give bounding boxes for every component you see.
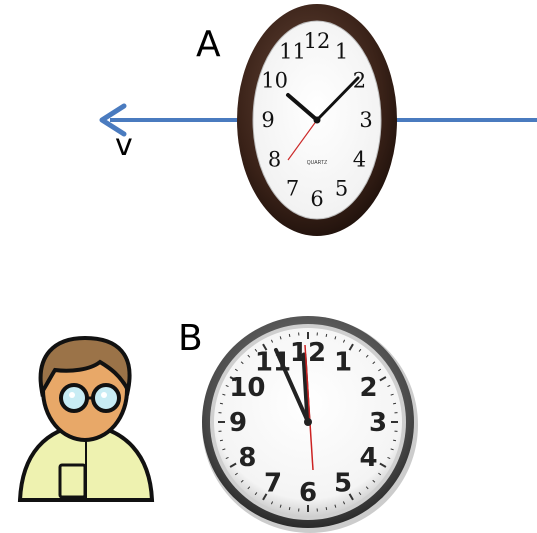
- clock-b-tick: [387, 384, 391, 388]
- clock-b-tick: [254, 492, 258, 496]
- clock-b-tick: [392, 402, 397, 405]
- clock-b-numeral-12: 12: [290, 338, 326, 368]
- observer-pocket: [58, 463, 87, 499]
- clock-b-tick: [279, 504, 282, 508]
- clock-b-numeral-5: 5: [334, 469, 352, 499]
- observer-glasses-right: [91, 383, 121, 413]
- clock-b-numeral-8: 8: [238, 443, 256, 473]
- clock-b-tick: [379, 376, 387, 382]
- clock-a-brand: QUARTZ: [307, 160, 327, 166]
- clock-b-tick: [270, 501, 274, 505]
- clock-b-tick: [387, 456, 391, 460]
- clock-b-tick: [234, 472, 238, 476]
- clock-b-tick: [342, 501, 346, 505]
- clock-b-tick: [378, 368, 382, 372]
- clock-b-tick: [348, 343, 354, 351]
- clock-b-tick: [288, 333, 291, 338]
- clock-b-tick: [225, 456, 229, 460]
- clock-b-tick: [390, 448, 394, 451]
- clock-a-numeral-1: 1: [335, 40, 348, 64]
- label-a: A: [196, 24, 221, 65]
- clock-b-tick: [262, 343, 268, 351]
- clock-b-tick: [325, 333, 328, 338]
- clock-b-tick: [229, 376, 237, 382]
- clock-a-numeral-12: 12: [304, 29, 331, 53]
- clock-b-tick: [247, 354, 251, 358]
- clock-b-tick: [229, 462, 237, 468]
- clock-b-tick: [325, 506, 328, 511]
- observer-glasses-left: [59, 383, 89, 413]
- clock-b-tick: [234, 368, 238, 372]
- clock-a-numeral-11: 11: [279, 40, 306, 64]
- velocity-label: v: [115, 128, 133, 163]
- clock-b-tick: [358, 348, 362, 352]
- clock-b-tick: [372, 361, 376, 365]
- clock-a-minute-hand: [315, 76, 360, 122]
- label-b: B: [178, 318, 203, 359]
- clock-b-tick: [270, 339, 274, 343]
- clock-b-tick: [390, 393, 394, 396]
- clock-a-numeral-2: 2: [353, 69, 366, 93]
- clock-b-numeral-10: 10: [229, 373, 265, 403]
- clock-b-tick: [378, 472, 382, 476]
- clock-b-tick: [372, 479, 376, 483]
- clock-a-numeral-7: 7: [286, 176, 299, 200]
- clock-b-numeral-3: 3: [369, 408, 387, 438]
- clock-b-tick: [240, 361, 244, 365]
- clock-b-tick: [247, 486, 251, 490]
- clock-b-tick: [222, 448, 226, 451]
- clock-b-tick: [334, 336, 337, 340]
- clock-b-tick: [358, 492, 362, 496]
- clock-a-hour-hand: [286, 93, 319, 122]
- clock-b-tick: [365, 486, 369, 490]
- clock-b-numeral-6: 6: [299, 478, 317, 508]
- clock-a-numeral-4: 4: [353, 148, 366, 172]
- clock-a-second-hand: [287, 119, 318, 161]
- clock-b-minute-hand: [274, 348, 310, 424]
- clock-a-numeral-5: 5: [335, 176, 348, 200]
- clock-b-tick: [379, 462, 387, 468]
- clock-b-tick: [342, 339, 346, 343]
- clock-b-tick: [392, 439, 397, 442]
- clock-b-numeral-1: 1: [334, 347, 352, 377]
- clock-b-tick: [334, 504, 337, 508]
- clock-b-tick: [219, 439, 224, 442]
- clock-b-tick: [262, 493, 268, 501]
- clock-a-center: [313, 116, 321, 124]
- clock-b-tick: [279, 336, 282, 340]
- clock-b-tick: [222, 393, 226, 396]
- clock-b-numeral-7: 7: [264, 469, 282, 499]
- clock-a-numeral-10: 10: [261, 69, 288, 93]
- clock-b-tick: [254, 348, 258, 352]
- clock-a-numeral-9: 9: [261, 108, 274, 132]
- clock-b-ticks: [218, 332, 398, 512]
- clock-a-numeral-8: 8: [268, 148, 281, 172]
- clock-b-tick: [240, 479, 244, 483]
- clock-a-numeral-3: 3: [359, 108, 372, 132]
- clock-b-center: [304, 418, 312, 426]
- clock-b-numeral-2: 2: [360, 373, 378, 403]
- clock-b-second-hand: [304, 344, 314, 471]
- observer-hair: [38, 335, 132, 398]
- clock-b-numeral-4: 4: [360, 443, 378, 473]
- clock-b-hour-hand: [301, 352, 311, 425]
- clock-a-numeral-6: 6: [310, 187, 323, 211]
- clock-b-tick: [288, 506, 291, 511]
- clock-b-tick: [365, 354, 369, 358]
- clock-b-tick: [348, 493, 354, 501]
- clock-b-tick: [225, 384, 229, 388]
- clock-b-numeral-9: 9: [229, 408, 247, 438]
- clock-b-tick: [219, 402, 224, 405]
